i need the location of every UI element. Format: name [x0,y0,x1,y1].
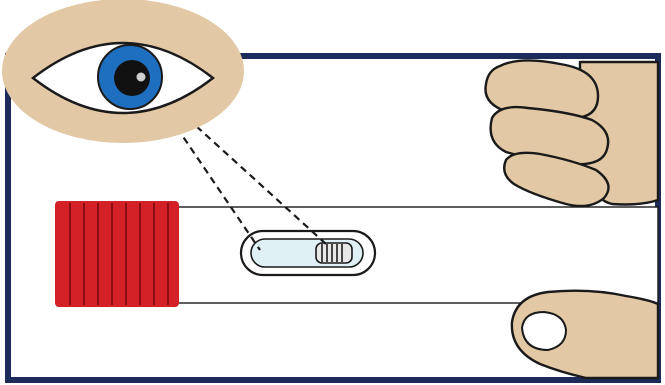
result-window [239,229,377,277]
pupil [114,60,150,96]
test-stick-cap [55,201,179,307]
finger-middle [489,105,610,166]
thumb-icon [510,289,660,380]
cap-stripes [69,203,169,305]
finger-lower [503,151,610,208]
eye-badge [2,0,244,143]
hand-icon [484,59,660,208]
result-indicator-lines [315,242,353,264]
eye-highlight [136,72,146,82]
cap-base [55,201,179,307]
eye-icon [97,44,163,110]
thumbnail [521,311,567,351]
